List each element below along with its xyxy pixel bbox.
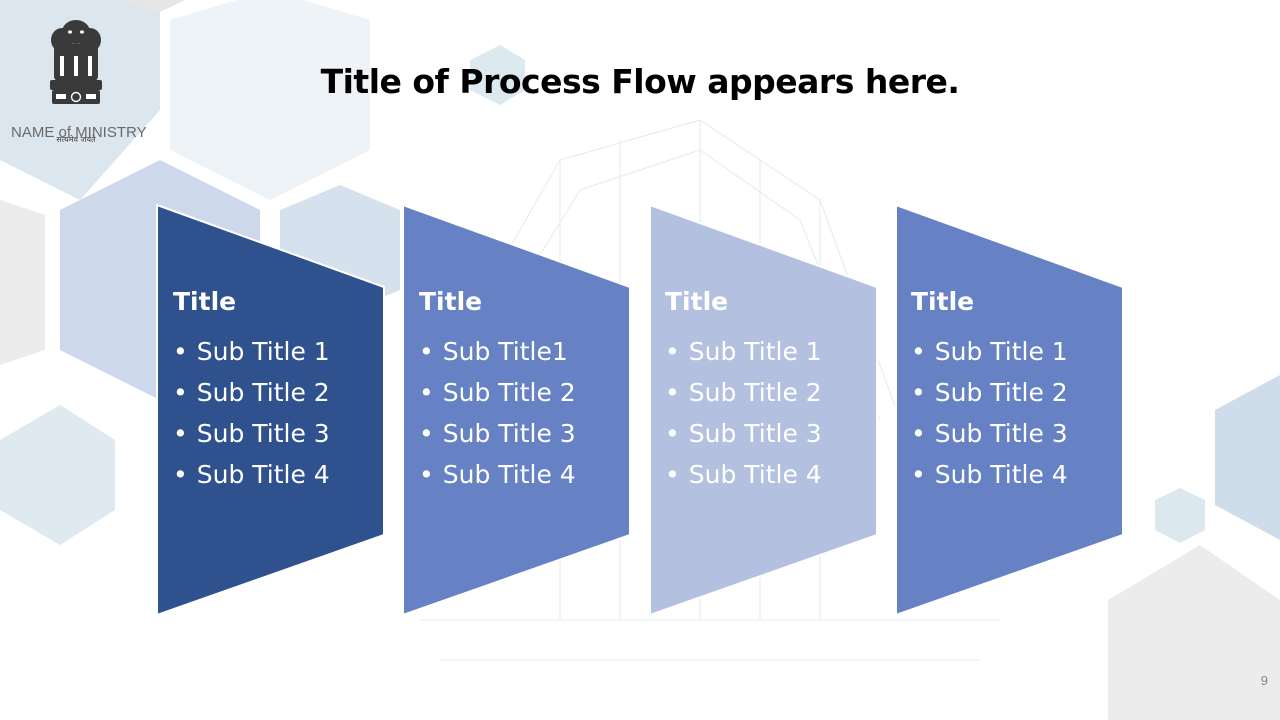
step-list: Sub Title 1 Sub Title 2 Sub Title 3 Sub … [911, 331, 1068, 495]
bg-hex [1155, 488, 1205, 543]
step-item: Sub Title 4 [665, 454, 822, 495]
emblem-motto: सत्यमेव जयते [56, 135, 96, 144]
bg-hex [1215, 375, 1280, 540]
bg-hex [1108, 545, 1280, 720]
bg-hex [170, 0, 370, 200]
step-item: Sub Title 4 [419, 454, 576, 495]
bg-hex [0, 200, 45, 365]
step-title: Title [173, 287, 237, 316]
page-title: Title of Process Flow appears here. [320, 62, 960, 101]
page-number: 9 [1260, 673, 1268, 688]
national-emblem-logo [50, 20, 102, 104]
step-item: Sub Title 2 [911, 372, 1068, 413]
step-list: Sub Title 1 Sub Title 2 Sub Title 3 Sub … [173, 331, 330, 495]
step-item: Sub Title 2 [665, 372, 822, 413]
step-item: Sub Title 3 [419, 413, 576, 454]
step-title: Title [419, 287, 483, 316]
step-title: Title [911, 287, 975, 316]
step-list: Sub Title1 Sub Title 2 Sub Title 3 Sub T… [419, 331, 576, 495]
step-item: Sub Title 2 [173, 372, 330, 413]
step-item: Sub Title 3 [911, 413, 1068, 454]
step-item: Sub Title 3 [665, 413, 822, 454]
bg-hex [120, 0, 185, 12]
step-item: Sub Title 1 [665, 331, 822, 372]
bg-hex [470, 45, 525, 105]
step-item: Sub Title 3 [173, 413, 330, 454]
bg-hex [0, 405, 115, 545]
step-item: Sub Title 1 [173, 331, 330, 372]
step-item: Sub Title 1 [911, 331, 1068, 372]
step-item: Sub Title 4 [173, 454, 330, 495]
step-item: Sub Title1 [419, 331, 576, 372]
ministry-name: NAME of MINISTRY [11, 124, 147, 141]
step-title: Title [665, 287, 729, 316]
step-item: Sub Title 4 [911, 454, 1068, 495]
step-item: Sub Title 2 [419, 372, 576, 413]
step-list: Sub Title 1 Sub Title 2 Sub Title 3 Sub … [665, 331, 822, 495]
